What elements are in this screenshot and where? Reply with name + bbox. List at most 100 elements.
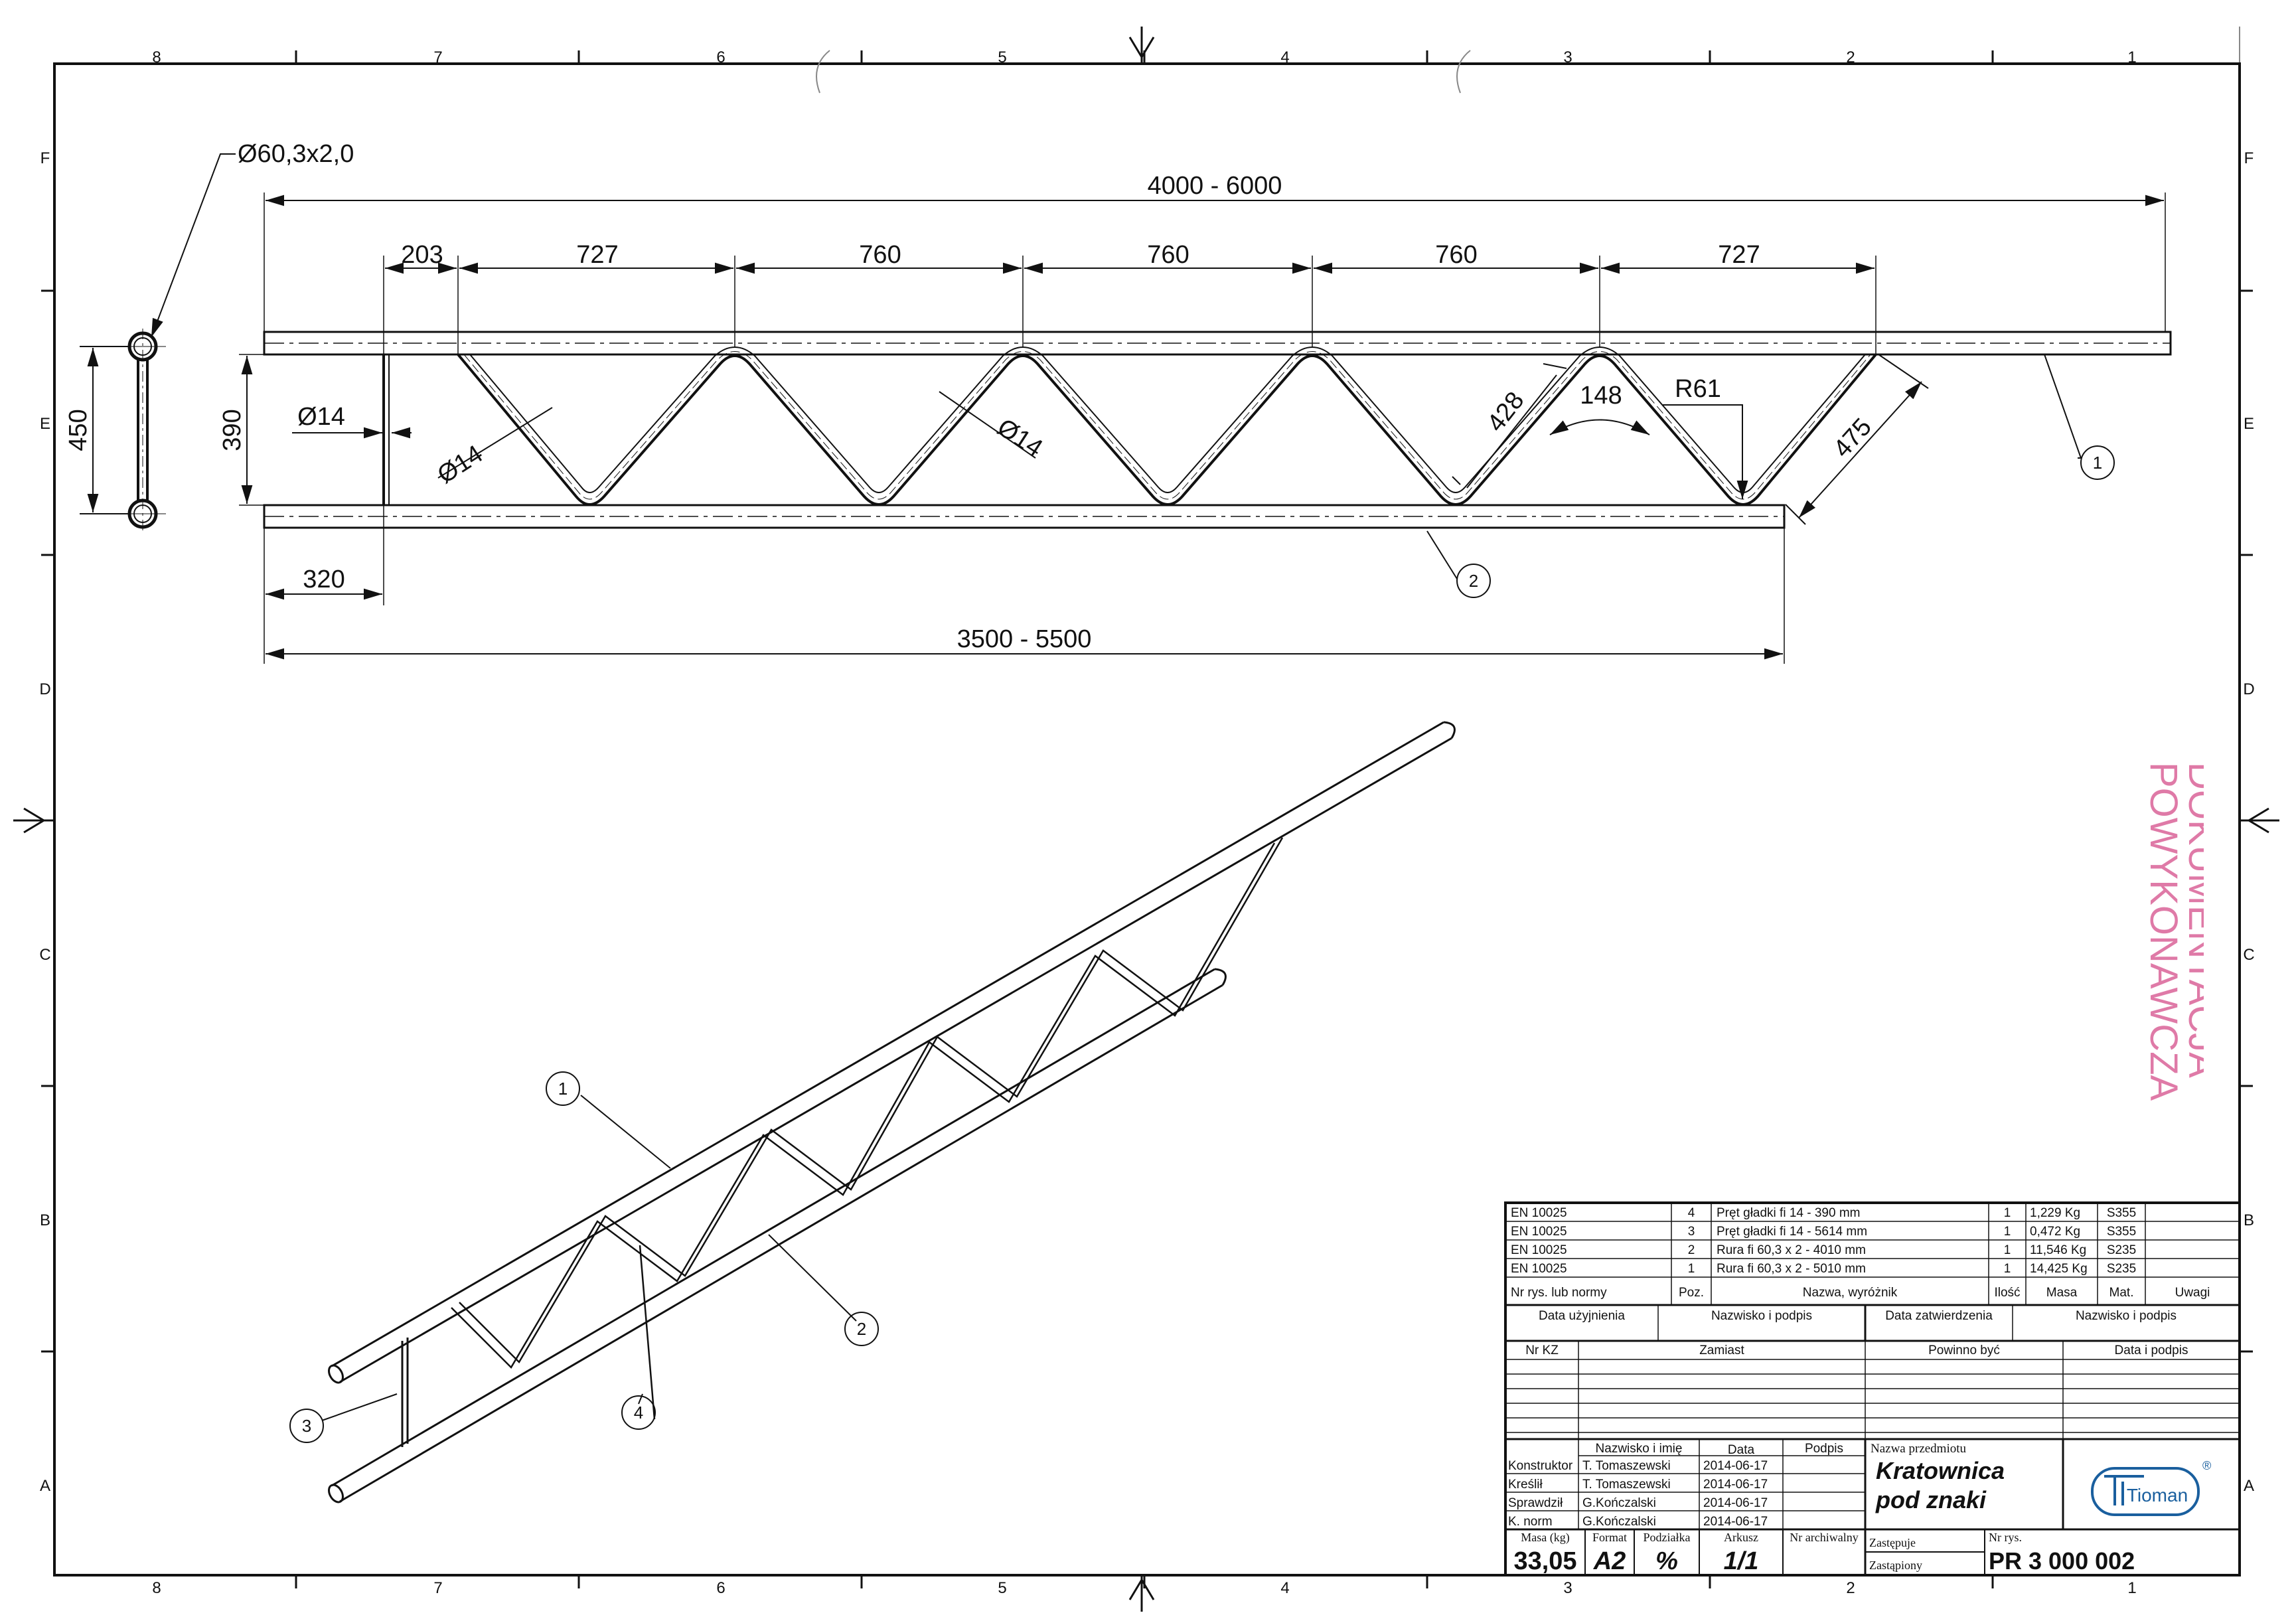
bom-header-pos: Poz.	[1679, 1286, 1704, 1300]
iso-balloon-2-label: 2	[857, 1319, 866, 1339]
footer-format-label: Format	[1592, 1531, 1627, 1544]
dim-spacing: 727	[576, 241, 618, 269]
bom-qty: 1	[2004, 1225, 2011, 1239]
changes-should-be: Powinno być	[1928, 1344, 2000, 1357]
bom-row: EN 10025 3 Pręt gładki fi 14 - 5614 mm 1…	[1511, 1225, 2136, 1239]
bom-header-mat: Mat.	[2109, 1286, 2134, 1300]
iso-balloon-3-label: 3	[302, 1416, 311, 1436]
dim-rod-diag-a: Ø14	[433, 440, 488, 489]
people-table: Nazwisko i imię Data Podpis Konstruktor …	[1508, 1442, 1843, 1529]
bom-mat: S235	[2107, 1262, 2136, 1276]
people-header-date: Data	[1728, 1443, 1755, 1457]
dim-bottom: 3500 - 5500	[957, 625, 1092, 653]
section-view	[80, 153, 236, 532]
bom-qty: 1	[2004, 1206, 2011, 1220]
footer-scale: %	[1655, 1547, 1678, 1575]
balloon-1-label: 1	[2093, 453, 2102, 473]
bom-header-notes: Uwagi	[2175, 1286, 2210, 1300]
col-label: 8	[152, 1579, 161, 1597]
section-height-dim: 450	[64, 409, 92, 451]
logo-registered: ®	[2202, 1459, 2211, 1472]
frame-column-labels: 8 7 6 5 4 3 2 1 8 7 6 5 4 3 2 1	[152, 48, 2136, 1597]
as-built-stamp: DOKUMENTACJA POWYKONAWCZA	[2142, 762, 2204, 1101]
balloon-2-label: 2	[1469, 571, 1478, 591]
people-role: Sprawdził	[1508, 1496, 1563, 1510]
approval-row: Data użyjnienia Nazwisko i podpis Data z…	[1539, 1309, 2177, 1323]
bom-mass: 11,546 Kg	[2030, 1243, 2086, 1257]
stamp-line-2: POWYKONAWCZA	[2142, 762, 2185, 1101]
dim-spacing: 760	[1435, 241, 1477, 269]
row-label: F	[2244, 149, 2254, 167]
row-label: B	[2244, 1211, 2254, 1229]
row-label: C	[39, 946, 50, 964]
stamp-line-1: DOKUMENTACJA	[2181, 762, 2204, 1078]
col-label: 4	[1280, 48, 1289, 66]
col-label: 3	[1563, 1579, 1572, 1597]
people-name: G.Kończalski	[1582, 1515, 1656, 1529]
bom-header-norm: Nr rys. lub normy	[1511, 1286, 1607, 1300]
dim-angle: 148	[1580, 382, 1622, 410]
footer-format: A2	[1593, 1547, 1626, 1575]
row-label: A	[40, 1477, 50, 1495]
footer-drawing-number: PR 3 000 002	[1989, 1547, 2135, 1575]
col-label: 6	[716, 48, 725, 66]
approval-date-approve: Data zatwierdzenia	[1885, 1309, 1993, 1323]
bom-norm: EN 10025	[1511, 1206, 1567, 1220]
truss-elevation	[239, 192, 2172, 664]
people-header-name: Nazwisko i imię	[1596, 1442, 1683, 1456]
bom-norm: EN 10025	[1511, 1225, 1567, 1239]
footer-replaced: Zastąpiony	[1869, 1559, 1922, 1572]
bom-row: EN 10025 4 Pręt gładki fi 14 - 390 mm 1 …	[1511, 1206, 2136, 1220]
bom-table: EN 10025 4 Pręt gładki fi 14 - 390 mm 1 …	[1511, 1206, 2210, 1300]
dim-spacing: 727	[1718, 241, 1760, 269]
bom-qty: 1	[2004, 1243, 2011, 1257]
bom-mat: S355	[2107, 1225, 2136, 1239]
iso-balloon-1-label: 1	[558, 1079, 568, 1099]
people-name: T. Tomaszewski	[1582, 1478, 1671, 1492]
bom-mass: 1,229 Kg	[2030, 1206, 2080, 1220]
bom-pos: 3	[1688, 1225, 1695, 1239]
people-role: K. norm	[1508, 1515, 1553, 1529]
row-label: F	[40, 149, 50, 167]
bom-mass: 0,472 Kg	[2030, 1225, 2080, 1239]
dim-leg: 428	[1482, 387, 1529, 437]
web-zigzag-rod	[457, 353, 1877, 506]
changes-table: Nr KZ Zamiast Powinno być Data i podpis	[1525, 1344, 2188, 1357]
footer-sheet-label: Arkusz	[1724, 1531, 1758, 1544]
dim-radius: R61	[1675, 375, 1721, 403]
frame-row-labels: F E D C B A F E D C B A	[39, 149, 2254, 1495]
bom-norm: EN 10025	[1511, 1243, 1567, 1257]
col-label: 1	[2127, 1579, 2136, 1597]
title-line-2: pod znaki	[1875, 1486, 1987, 1513]
bom-name: Pręt gładki fi 14 - 390 mm	[1717, 1206, 1860, 1220]
isometric-view	[289, 721, 1456, 1503]
row-label: E	[40, 415, 50, 433]
bom-qty: 1	[2004, 1262, 2011, 1276]
col-label: 5	[998, 1579, 1006, 1597]
dim-rod-diag-b: Ø14	[992, 414, 1047, 463]
iso-balloon-4-label: 4	[634, 1403, 643, 1423]
bom-mat: S235	[2107, 1243, 2136, 1257]
iso-balloon-4	[621, 1395, 656, 1430]
changes-date-sign: Data i podpis	[2115, 1344, 2188, 1357]
row-label: E	[2244, 415, 2254, 433]
bom-header-name: Nazwa, wyróżnik	[1803, 1286, 1898, 1300]
bom-norm: EN 10025	[1511, 1262, 1567, 1276]
bom-name: Rura fi 60,3 x 2 - 4010 mm	[1717, 1243, 1866, 1257]
col-label: 8	[152, 48, 161, 66]
bom-row: EN 10025 2 Rura fi 60,3 x 2 - 4010 mm 1 …	[1511, 1243, 2136, 1257]
footer-drawing-label: Nr rys.	[1989, 1531, 2022, 1544]
dim-diag: 475	[1828, 413, 1877, 463]
bom-row: EN 10025 1 Rura fi 60,3 x 2 - 5010 mm 1 …	[1511, 1262, 2136, 1276]
col-label: 1	[2127, 48, 2136, 66]
approval-name-sign: Nazwisko i podpis	[1711, 1309, 1812, 1323]
bom-pos: 4	[1688, 1206, 1695, 1220]
dim-overall: 4000 - 6000	[1148, 172, 1282, 200]
bom-pos: 1	[1688, 1262, 1695, 1276]
footer-replaces: Zastępuje	[1869, 1536, 1916, 1549]
row-label: D	[39, 680, 50, 698]
row-label: B	[40, 1211, 50, 1229]
bom-header: Nr rys. lub normy Poz. Nazwa, wyróżnik I…	[1511, 1286, 2210, 1300]
people-name: T. Tomaszewski	[1582, 1459, 1671, 1473]
